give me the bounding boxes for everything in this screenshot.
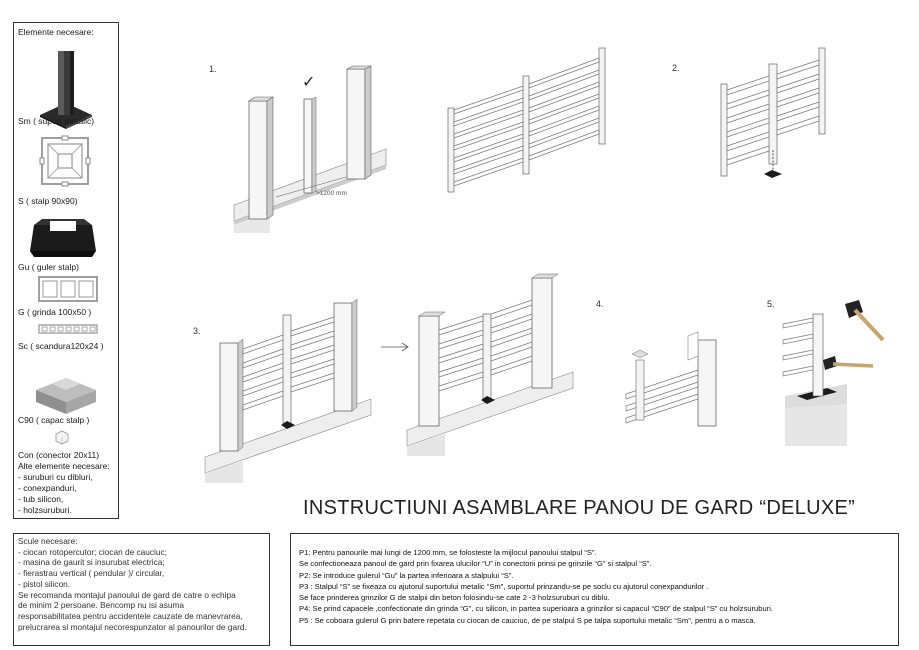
list-item: - suruburi cu dibluri, <box>18 472 93 482</box>
step2-panel-illustration <box>720 47 826 178</box>
extra-elements-list: - suruburi cu dibluri, - conexpanduri, -… <box>18 472 93 516</box>
step-line: Se confectioneaza panoul de gard prin fi… <box>299 559 652 569</box>
element-label: Sc ( scandura120x24 ) <box>18 341 104 351</box>
element-label: S ( stalp 90x90) <box>18 196 78 206</box>
post-cap-icon <box>36 378 96 414</box>
list-item: - conexpanduri, <box>18 483 77 493</box>
post-section-icon <box>39 135 91 187</box>
step1-posts-illustration: >1200 mm ✓ <box>233 65 387 233</box>
steps-text: P1: Pentru panourile mai lungi de 1200 m… <box>299 547 773 626</box>
extra-elements-title: Alte elemente necesare: <box>18 461 110 471</box>
connector-icon <box>55 430 69 445</box>
step-number-5: 5. <box>767 299 775 309</box>
tools-line: Scule necesare: <box>18 536 78 546</box>
tools-line: responsabilitatea pentru accidentele cau… <box>18 610 243 621</box>
beam-section-icon <box>38 276 98 302</box>
tools-line: Se recomanda montajul panoului de gard d… <box>18 589 236 600</box>
metal-support-icon <box>40 51 92 129</box>
page-title: INSTRUCTIUNI ASAMBLARE PANOU DE GARD “DE… <box>303 497 856 519</box>
step-line: P3 : Stalpul “S” se fixeaza cu ajutorul … <box>299 581 709 591</box>
board-section-icon <box>38 324 98 334</box>
tools-line: - fierastrau vertical ( pendular )/ circ… <box>18 568 165 579</box>
assembly-steps-panel: P1: Pentru panourile mai lungi de 1200 m… <box>290 533 899 646</box>
element-label: G ( grinda 100x50 ) <box>18 307 92 317</box>
arrow-icon <box>381 342 409 352</box>
step-number-3: 3. <box>193 326 201 336</box>
element-label: C90 ( capac stalp ) <box>18 415 90 425</box>
element-label: Gu ( guler stalp) <box>18 262 79 272</box>
step-number-1: 1. <box>209 64 217 74</box>
panel-assembly-illustration <box>447 47 606 193</box>
step-line: P4: Se prind capacele ,confectionate din… <box>299 604 774 614</box>
tools-text: Scule necesare: - ciocan rotopercutor; c… <box>18 536 268 632</box>
element-label: Sm ( suport metalic) <box>18 116 95 126</box>
tools-line: prelucrarea si montajul necorespunzator … <box>18 621 247 632</box>
tools-line: - masina de gaurit si insurubat electric… <box>18 557 165 568</box>
list-item: - tub silicon, <box>18 494 64 504</box>
list-item: - holzsuruburi. <box>18 505 72 515</box>
step3-mounting-illustration <box>204 298 372 483</box>
tools-panel: Scule necesare: - ciocan rotopercutor; c… <box>13 533 270 646</box>
step-line: P1: Pentru panourile mai lungi de 1200 m… <box>299 548 597 557</box>
step-number-4: 4. <box>596 299 604 309</box>
required-elements-panel: Elemente necesare: Sm ( suport metalic) … <box>13 22 119 519</box>
step3-finished-illustration <box>406 273 574 456</box>
step-number-2: 2. <box>672 63 680 73</box>
element-label: Con (conector 20x11) <box>18 450 100 460</box>
step-line: Se face prinderea grinzilor G de stalpii… <box>299 593 610 603</box>
check-mark: ✓ <box>302 72 315 91</box>
tools-line: de minim 2 persoane. Bencomp nu isi asum… <box>18 600 185 611</box>
tools-line: - ciocan rotopercutor; ciocan de cauciuc… <box>18 546 167 557</box>
step-line: P2: Se introduce gulerul “Gu” la partea … <box>299 570 514 580</box>
step5-hammer-illustration <box>782 300 885 446</box>
step4-cap-illustration <box>625 331 717 427</box>
step-line: P5 : Se coboara gulerul G prin batere re… <box>299 615 756 625</box>
post-collar-icon <box>30 219 96 257</box>
dimension-label: >1200 mm <box>316 190 347 197</box>
tools-line: - pistol silicon. <box>18 578 71 589</box>
elements-title: Elemente necesare: <box>18 27 94 37</box>
